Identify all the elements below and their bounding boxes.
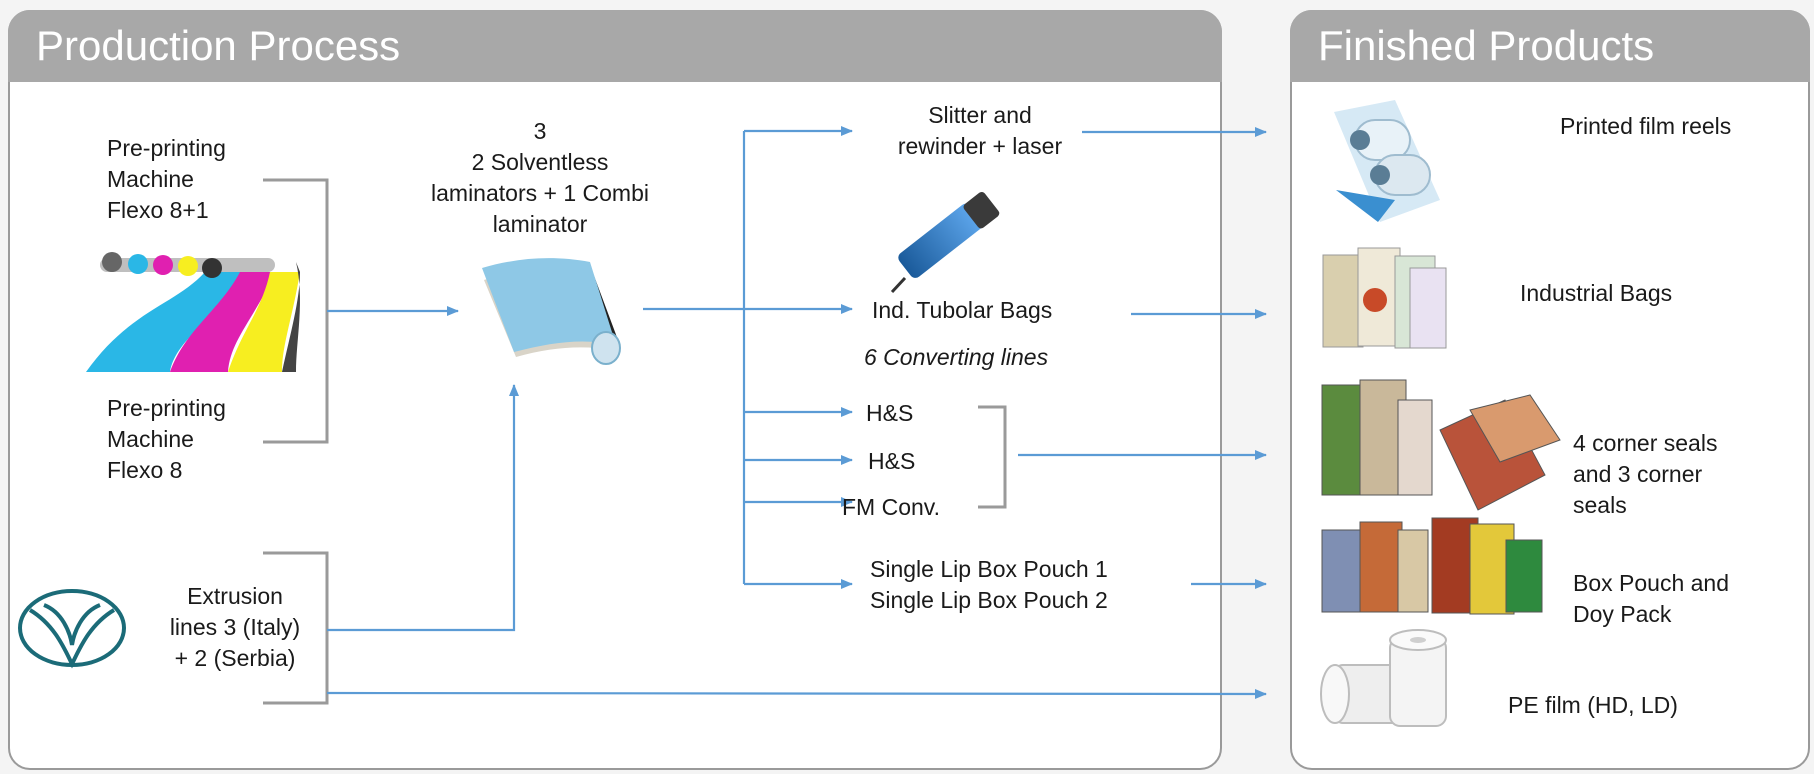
- ink-stream-icon: [86, 252, 300, 372]
- preprint-2-line-3: Flexo 8: [107, 457, 183, 483]
- box-pouch-product-line-1: Box Pouch and: [1573, 570, 1730, 596]
- box-pouch-line-1: Single Lip Box Pouch 1: [870, 556, 1108, 582]
- industrial-bags-icon: [1322, 247, 1447, 349]
- extrusion-label: Extrusion lines 3 (Italy) + 2 (Serbia): [140, 581, 330, 674]
- finished-products-header: Finished Products: [1290, 10, 1810, 82]
- preprint-1-line-1: Pre-printing: [107, 135, 226, 161]
- laminators-line-4: laminator: [492, 211, 588, 237]
- product-industrial-bags: Industrial Bags: [1520, 280, 1673, 306]
- fm-conv-label: FM Conv.: [842, 494, 940, 520]
- preprint-1-line-2: Machine: [107, 166, 194, 192]
- corner-seals-line-1: 4 corner seals: [1573, 430, 1718, 456]
- preprint-2-line-1: Pre-printing: [107, 395, 226, 421]
- slitter-label: Slitter and rewinder + laser: [855, 100, 1105, 162]
- extrusion-line-2: lines 3 (Italy): [169, 614, 301, 640]
- laminators-label: 3 2 Solventless laminators + 1 Combi lam…: [405, 116, 675, 240]
- hs-2-label: H&S: [868, 448, 916, 474]
- panel-body-top: [10, 82, 1220, 108]
- bracket-extrusion: [263, 551, 329, 705]
- box-pouch-lines-label: Single Lip Box Pouch 1 Single Lip Box Po…: [870, 554, 1108, 616]
- production-process-header: Production Process: [8, 10, 1222, 82]
- laser-icon: [890, 191, 1000, 294]
- extrusion-line-1: Extrusion: [187, 583, 283, 609]
- laminators-line-3: laminators + 1 Combi: [431, 180, 649, 206]
- laminators-line-1: 3: [533, 118, 547, 144]
- preprint-1-line-3: Flexo 8+1: [107, 197, 209, 223]
- converting-lines-label: 6 Converting lines: [864, 344, 1049, 370]
- box-pouch-product-line-2: Doy Pack: [1573, 601, 1672, 627]
- slitter-line-1: Slitter and: [928, 102, 1032, 128]
- pe-film-roll-icon: [1320, 629, 1447, 727]
- laminate-roll-icon: [482, 258, 621, 365]
- film-reels-icon: [1334, 100, 1440, 222]
- preprint-machine-2-label: Pre-printing Machine Flexo 8: [107, 393, 226, 486]
- slitter-line-2: rewinder + laser: [897, 133, 1063, 159]
- production-process-title: Production Process: [36, 22, 401, 69]
- extrusion-logo-icon: [18, 589, 126, 669]
- extrusion-line-3: + 2 (Serbia): [174, 645, 296, 671]
- preprint-2-line-2: Machine: [107, 426, 194, 452]
- preprint-machine-1-label: Pre-printing Machine Flexo 8+1: [107, 133, 226, 226]
- product-pe-film: PE film (HD, LD): [1508, 692, 1678, 718]
- production-process-panel: [8, 10, 1222, 770]
- product-corner-seals: 4 corner seals and 3 corner seals: [1573, 428, 1717, 521]
- box-pouch-line-2: Single Lip Box Pouch 2: [870, 587, 1108, 613]
- corner-seals-line-2: and 3 corner: [1573, 461, 1703, 487]
- box-pouch-icon: [1321, 517, 1543, 615]
- tubolar-bags-label: Ind. Tubolar Bags: [872, 297, 1053, 323]
- corner-seals-line-3: seals: [1573, 492, 1627, 518]
- finished-products-title: Finished Products: [1318, 22, 1655, 69]
- bracket-hs: [978, 405, 1007, 509]
- corner-seal-bags-icon: [1321, 379, 1561, 511]
- hs-1-label: H&S: [866, 400, 914, 426]
- laminators-line-2: 2 Solventless: [471, 149, 609, 175]
- product-printed-film-reels: Printed film reels: [1560, 113, 1732, 139]
- product-box-pouch: Box Pouch and Doy Pack: [1573, 568, 1729, 630]
- connector-arrows: [326, 126, 1267, 699]
